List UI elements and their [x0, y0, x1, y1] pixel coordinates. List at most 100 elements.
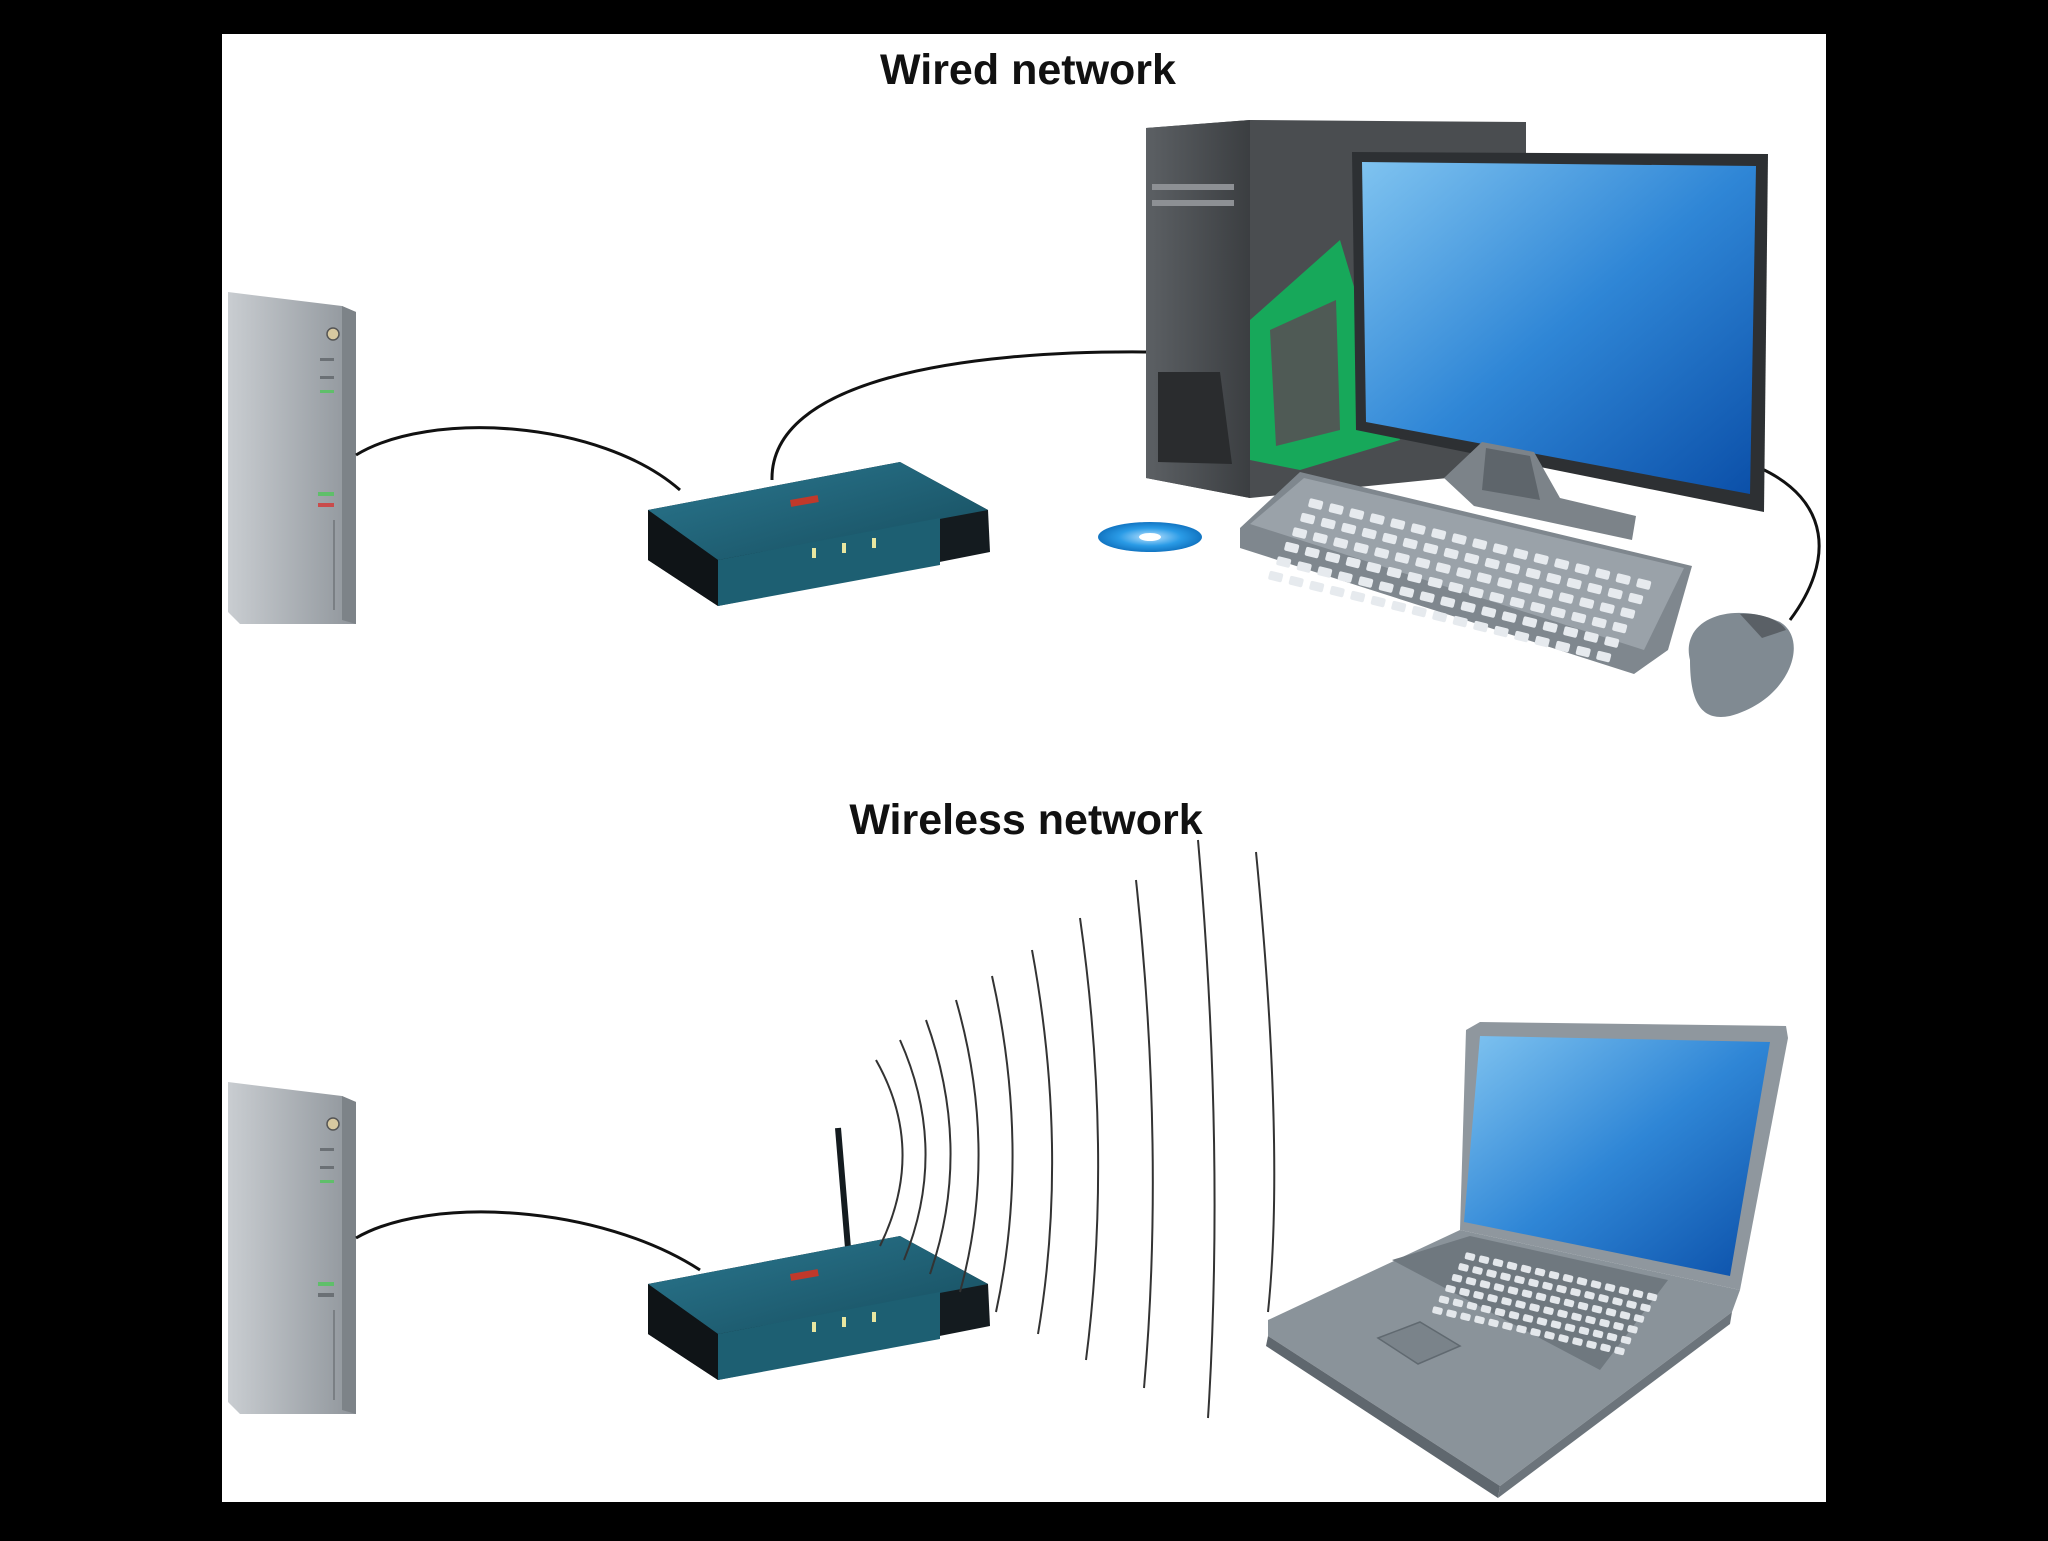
key [1550, 606, 1566, 619]
key [1556, 1284, 1567, 1294]
key [1501, 611, 1517, 623]
key [1276, 556, 1292, 568]
key [1564, 1323, 1576, 1332]
key [1549, 1295, 1561, 1305]
key [1446, 1309, 1457, 1318]
key [1558, 592, 1574, 604]
key [1296, 561, 1312, 573]
key [1563, 626, 1579, 638]
key [1543, 1306, 1554, 1315]
key [1626, 1300, 1637, 1309]
key [1459, 1287, 1470, 1297]
key [1599, 602, 1615, 614]
key [1570, 1288, 1581, 1297]
router-icon-wired [648, 462, 990, 606]
key [1548, 1271, 1560, 1280]
key [1598, 1294, 1609, 1303]
key [1407, 571, 1423, 584]
key [1607, 587, 1623, 600]
key [1550, 1320, 1562, 1329]
key [1345, 556, 1361, 569]
key [1513, 548, 1529, 560]
key [1590, 1280, 1602, 1289]
key [1517, 582, 1533, 594]
signal-arc [1135, 879, 1154, 1389]
key [1566, 577, 1582, 590]
modem-icon-wired [228, 292, 356, 624]
key [1489, 591, 1505, 604]
keyboard-icon [1240, 472, 1692, 674]
key [1509, 596, 1525, 609]
key [1411, 605, 1427, 618]
key [1472, 1266, 1483, 1275]
key [1627, 1325, 1638, 1334]
key [1466, 1301, 1478, 1311]
key [1493, 625, 1509, 638]
key [1492, 1258, 1504, 1267]
keyboard-keys [1268, 498, 1652, 663]
key [1308, 498, 1324, 510]
key [1284, 541, 1300, 554]
key [1614, 1346, 1625, 1356]
key [1507, 1286, 1519, 1295]
key [1529, 1303, 1540, 1312]
key [1349, 508, 1365, 520]
key [1557, 1309, 1568, 1318]
key [1497, 577, 1513, 589]
laptop-icon [1266, 1022, 1788, 1498]
key [1558, 1334, 1569, 1343]
key [1534, 1267, 1546, 1277]
cable-router-computer [770, 350, 1151, 481]
key [1578, 1326, 1590, 1335]
key [1309, 580, 1325, 593]
key [1604, 1283, 1616, 1292]
key [1456, 567, 1472, 579]
key [1337, 571, 1353, 583]
key [1451, 533, 1467, 545]
key [1452, 1298, 1464, 1308]
key [1432, 610, 1448, 623]
key [1353, 542, 1369, 554]
signal-arc [1255, 851, 1276, 1313]
key [1390, 518, 1406, 530]
key [1292, 527, 1308, 539]
key [1595, 568, 1611, 580]
key [1546, 572, 1562, 585]
signal-arc [1197, 839, 1216, 1419]
key [1525, 567, 1541, 580]
key [1554, 558, 1570, 570]
key [1572, 1337, 1583, 1346]
signal-arc [1079, 917, 1100, 1361]
key [1320, 517, 1336, 530]
signal-arc [1031, 949, 1054, 1335]
key [1350, 590, 1366, 603]
monitor-icon [1352, 152, 1768, 540]
key [1460, 1312, 1471, 1321]
key [1288, 575, 1304, 588]
key [1604, 636, 1620, 648]
wireless-network-title: Wireless network [849, 796, 1202, 844]
key [1615, 573, 1631, 585]
key [1632, 1289, 1644, 1298]
key [1423, 542, 1439, 555]
key [1438, 1295, 1450, 1304]
key [1522, 1314, 1534, 1323]
key [1599, 1318, 1610, 1328]
key [1612, 621, 1628, 634]
cable-mouse [1759, 466, 1821, 621]
cable-modem-router-wireless [355, 1210, 701, 1272]
key [1399, 586, 1415, 598]
key [1333, 537, 1349, 549]
wifi-signal-waves [875, 839, 1276, 1419]
key [1481, 606, 1497, 618]
key [1431, 528, 1447, 540]
key [1542, 621, 1558, 633]
key [1304, 546, 1320, 559]
key [1419, 591, 1435, 603]
key [1633, 1314, 1645, 1323]
key [1571, 1312, 1582, 1322]
key [1317, 566, 1333, 578]
key [1538, 587, 1554, 599]
key [1484, 557, 1500, 570]
